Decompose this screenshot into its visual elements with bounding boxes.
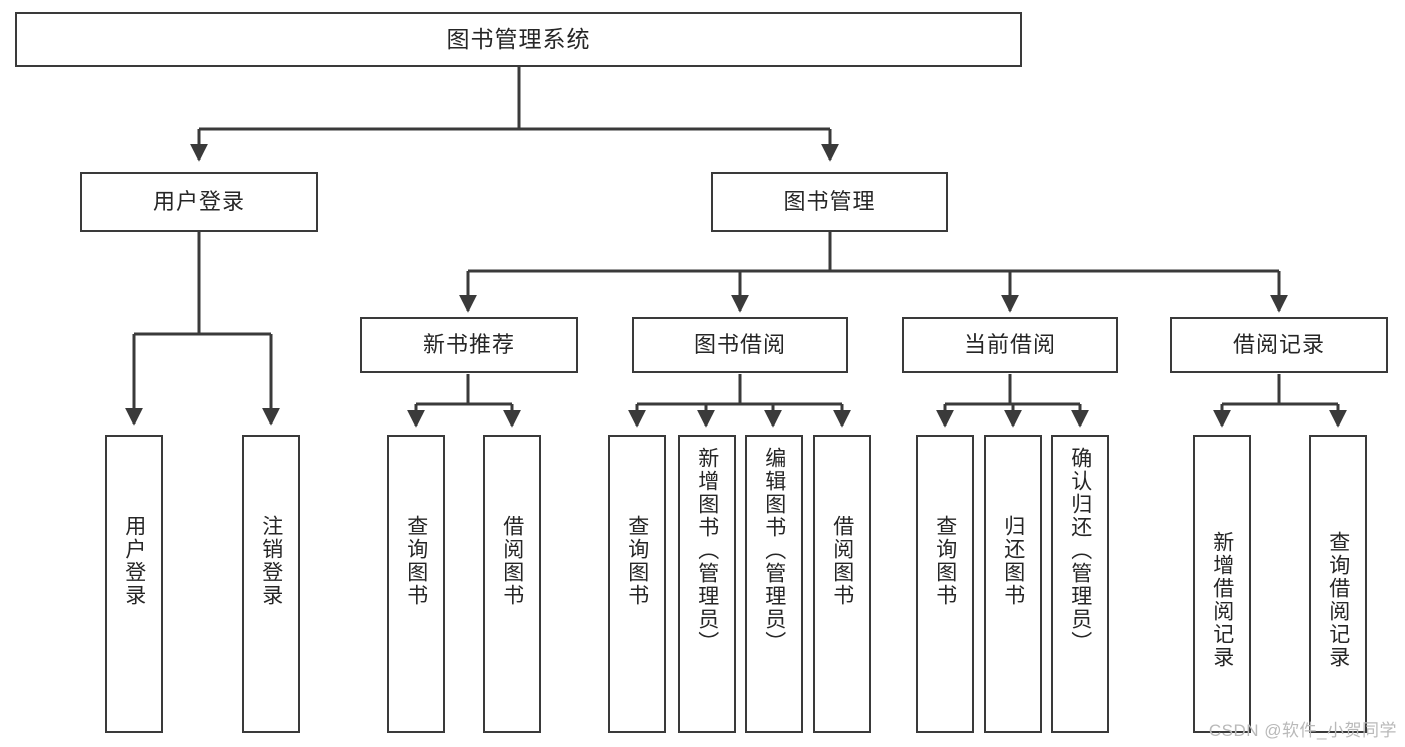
leaf-label: 归还图书 [1001, 515, 1025, 607]
node-borrow-record[interactable]: 借阅记录 [1170, 317, 1388, 373]
leaf-current-confirm-return-admin[interactable]: 确认归还（管理员） [1051, 435, 1109, 733]
leaf-label: 确认归还（管理员） [1068, 447, 1092, 654]
leaf-label: 编辑图书（管理员） [762, 447, 786, 654]
leaf-label: 借阅图书 [500, 515, 524, 607]
leaf-label: 新增借阅记录 [1210, 531, 1234, 669]
leaf-user-login-signout[interactable]: 注销登录 [242, 435, 300, 733]
node-new-book-recommend[interactable]: 新书推荐 [360, 317, 578, 373]
leaf-current-query-book[interactable]: 查询图书 [916, 435, 974, 733]
leaf-borrow-query-book[interactable]: 查询图书 [608, 435, 666, 733]
leaf-label: 借阅图书 [830, 515, 854, 607]
leaf-label: 查询图书 [404, 515, 428, 607]
leaf-borrow-add-book-admin[interactable]: 新增图书（管理员） [678, 435, 736, 733]
node-user-login[interactable]: 用户登录 [80, 172, 318, 232]
node-book-borrow[interactable]: 图书借阅 [632, 317, 848, 373]
leaf-borrow-borrow-book[interactable]: 借阅图书 [813, 435, 871, 733]
leaf-user-login-signin[interactable]: 用户登录 [105, 435, 163, 733]
node-root[interactable]: 图书管理系统 [15, 12, 1022, 67]
leaf-label: 用户登录 [122, 515, 146, 607]
watermark-text: CSDN @软件_小贺同学 [1208, 721, 1397, 740]
leaf-label: 查询图书 [625, 515, 649, 607]
leaf-record-add-record[interactable]: 新增借阅记录 [1193, 435, 1251, 733]
leaf-new-book-borrow[interactable]: 借阅图书 [483, 435, 541, 733]
leaf-borrow-edit-book-admin[interactable]: 编辑图书（管理员） [745, 435, 803, 733]
leaf-label: 注销登录 [259, 515, 283, 607]
leaf-current-return-book[interactable]: 归还图书 [984, 435, 1042, 733]
node-book-management[interactable]: 图书管理 [711, 172, 948, 232]
leaf-label: 新增图书（管理员） [695, 447, 719, 654]
leaf-label: 查询借阅记录 [1326, 531, 1350, 669]
node-current-borrow[interactable]: 当前借阅 [902, 317, 1118, 373]
leaf-new-book-query[interactable]: 查询图书 [387, 435, 445, 733]
leaf-label: 查询图书 [933, 515, 957, 607]
leaf-record-query-record[interactable]: 查询借阅记录 [1309, 435, 1367, 733]
